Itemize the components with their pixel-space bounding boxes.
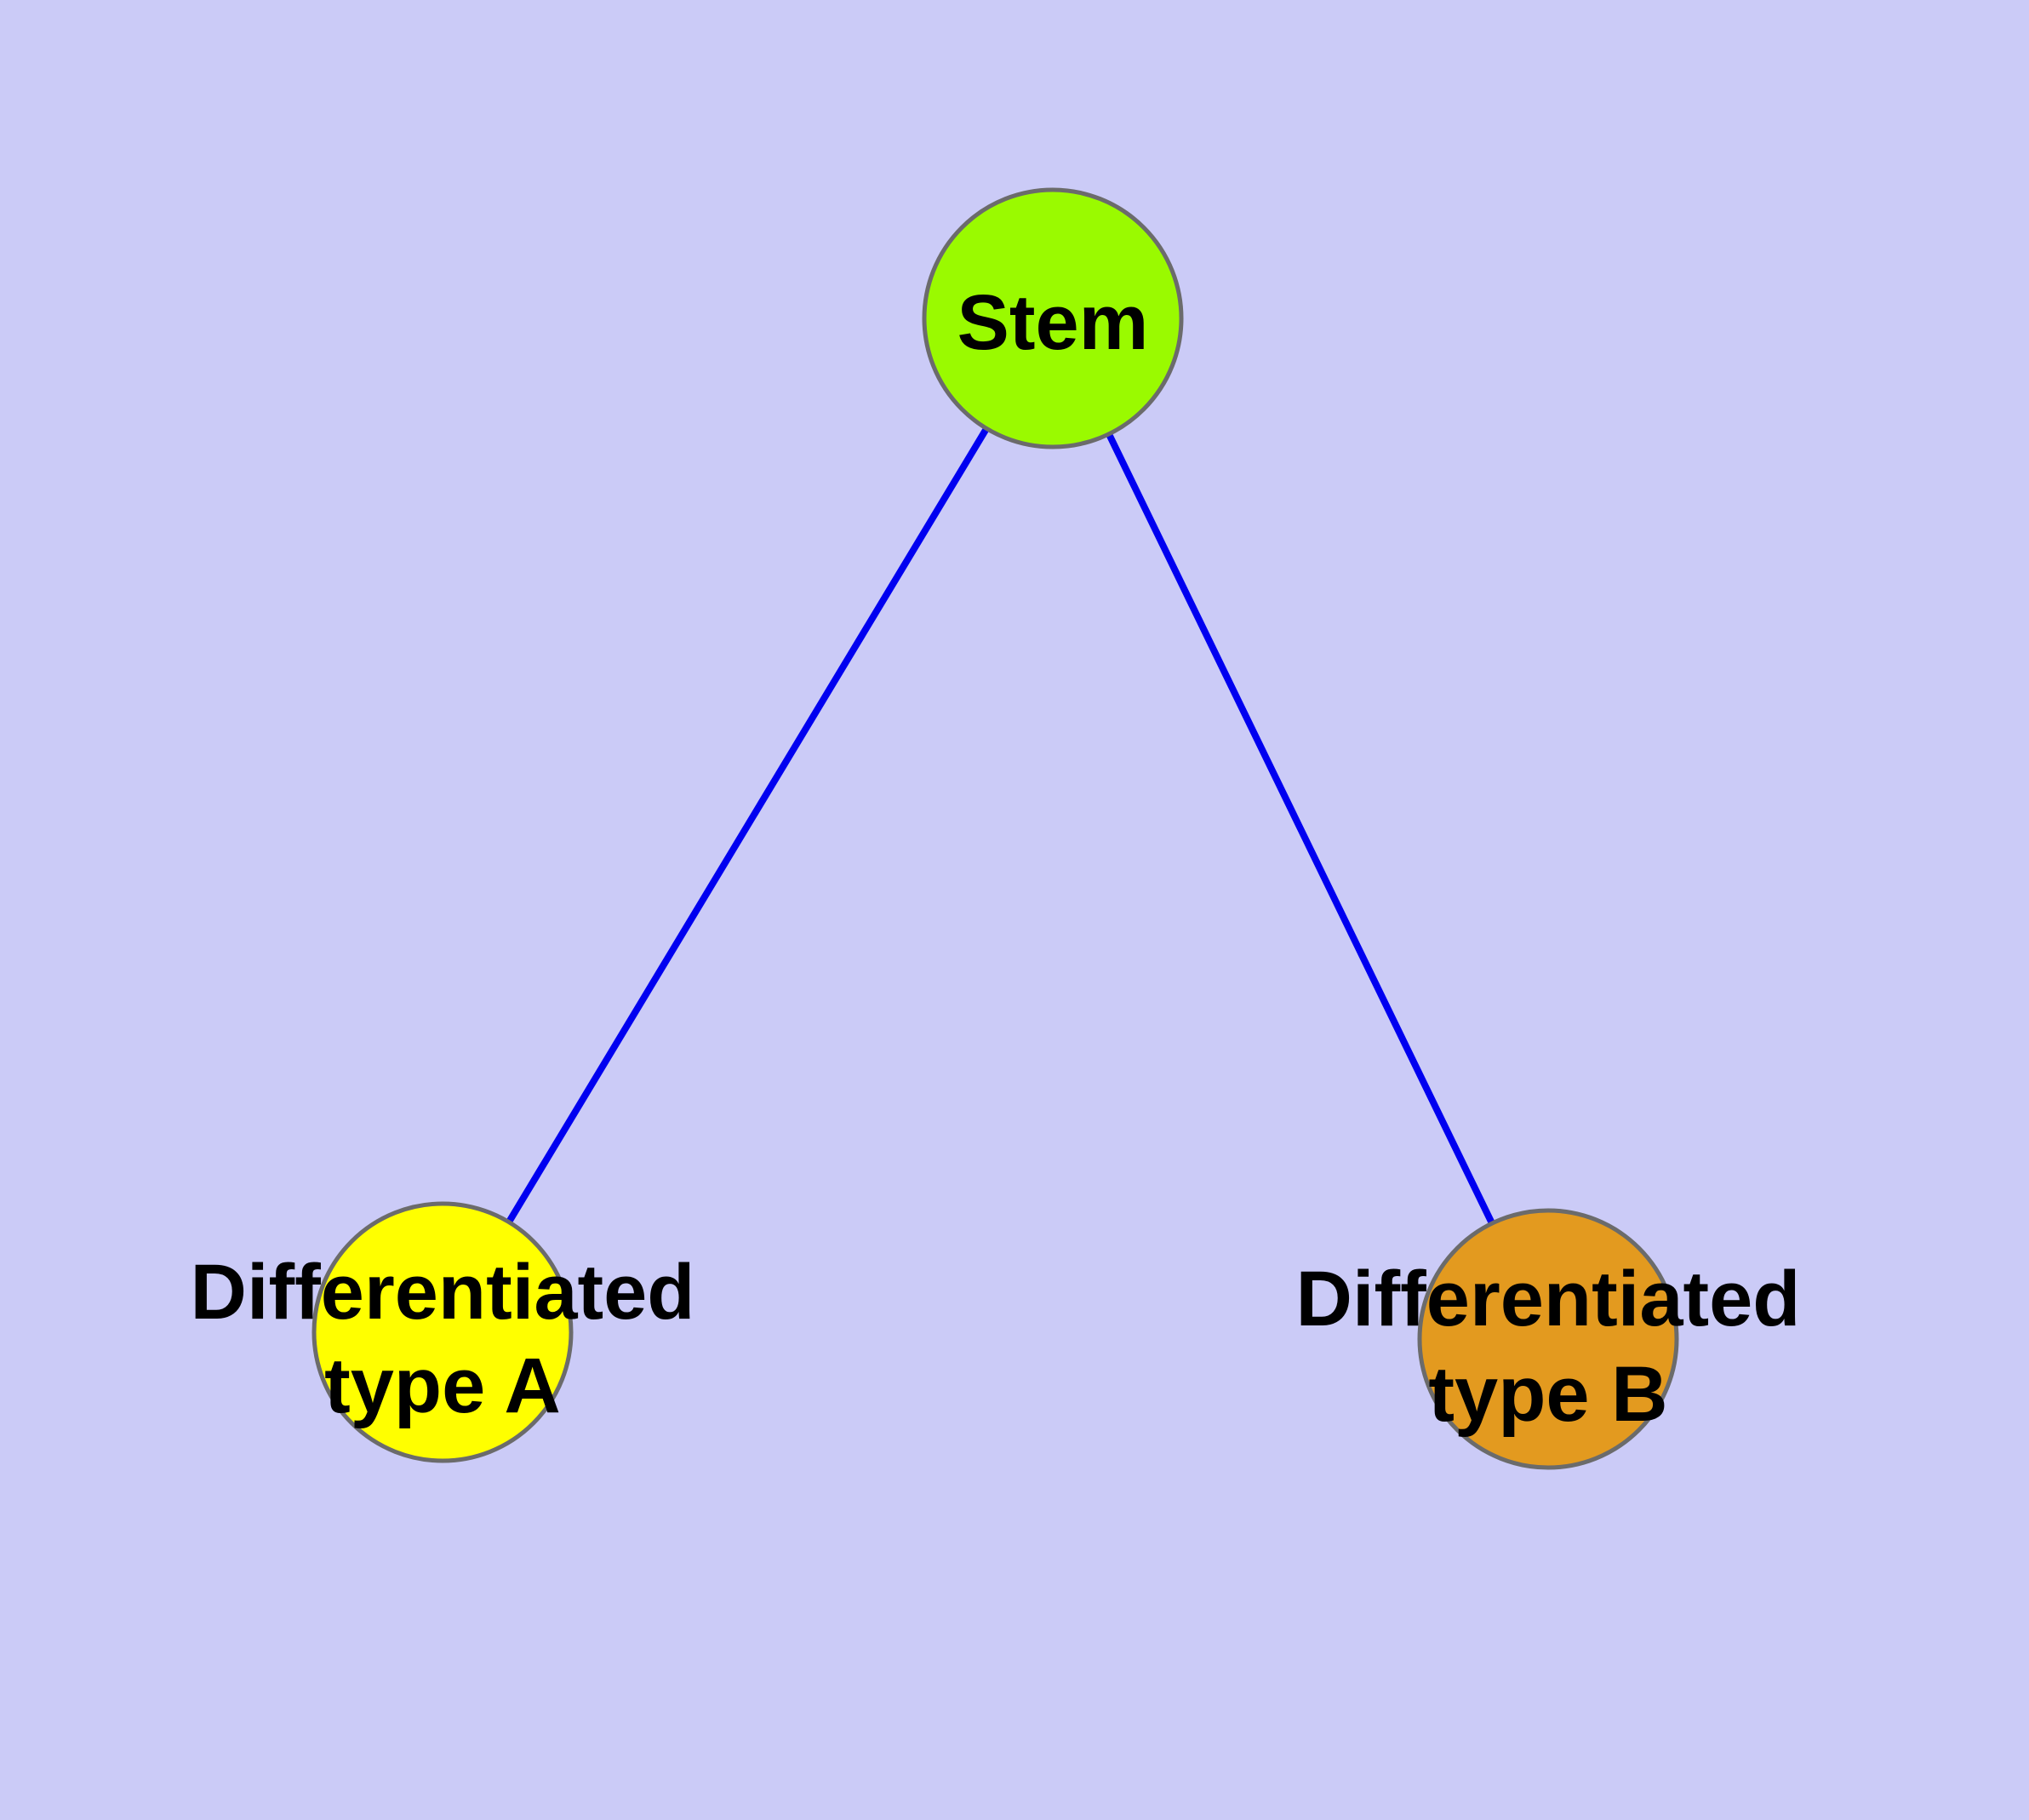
- differentiated-type-a-label-line2: type A: [324, 1342, 561, 1429]
- differentiated-type-b-label-line2: type B: [1428, 1351, 1667, 1438]
- stem-node-label: Stem: [957, 279, 1149, 366]
- differentiated-type-a-node: [311, 1201, 574, 1463]
- edge-stem-to-type-a: [439, 315, 1056, 1336]
- stem-node: [922, 187, 1184, 449]
- differentiated-type-a-label-line1: Differentiated: [191, 1249, 695, 1336]
- differentiated-type-b-node: [1417, 1208, 1679, 1470]
- edge-stem-to-type-b: [1049, 315, 1552, 1342]
- differentiated-type-b-label-line1: Differentiated: [1296, 1256, 1801, 1342]
